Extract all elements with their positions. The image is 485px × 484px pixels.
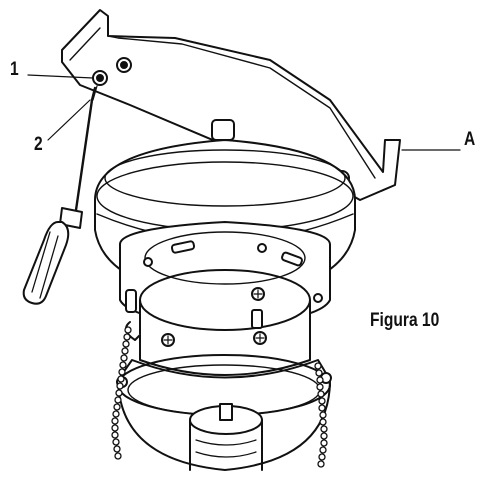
callout-label-1: 1 [10,59,19,80]
side-switch [251,309,263,329]
callout-1-leader [27,74,94,79]
mount-stud [211,119,235,141]
socket-tube [189,403,263,471]
callout-label-2: 2 [34,134,43,155]
pull-chain-left [111,326,132,460]
screwdriver-icon [22,85,98,305]
callout-label-a: A [464,129,476,150]
pull-chain-right [314,362,328,468]
figure-caption: Figura 10 [370,310,440,331]
callout-2-leader [47,99,91,141]
